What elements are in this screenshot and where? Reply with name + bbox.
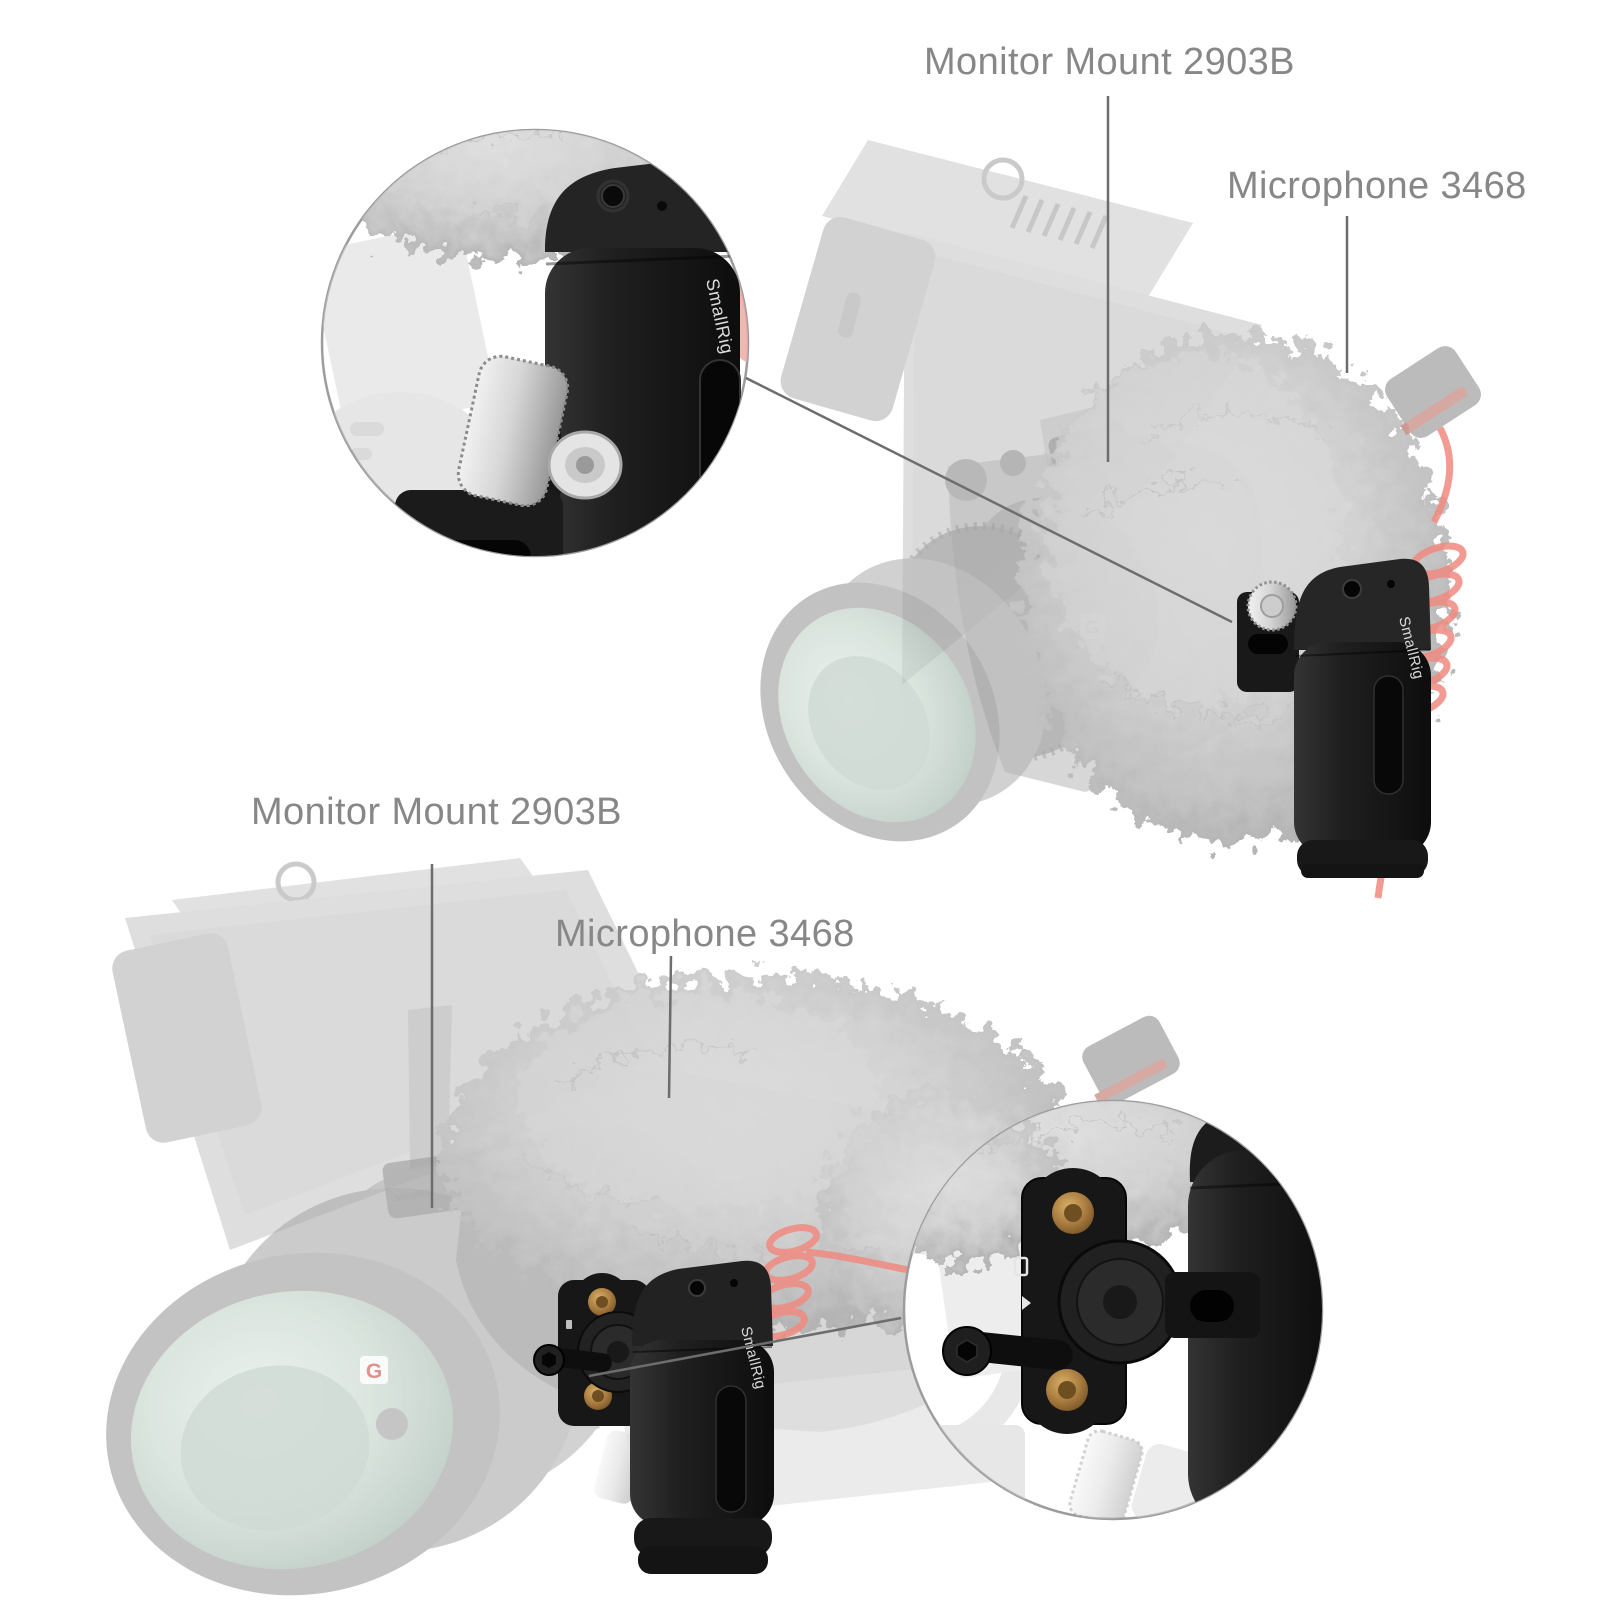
handle-top-cap-top — [1294, 558, 1431, 650]
label-microphone-bottom: Microphone 3468 — [555, 913, 855, 955]
leader-line-callout-top-left — [745, 376, 1233, 624]
callout-br-mount-closeup — [942, 1168, 1260, 1434]
leader-line-callout-bottom-right — [588, 1316, 902, 1378]
handle-slot-bottom — [715, 1385, 747, 1513]
lock-icon — [1013, 1256, 1029, 1277]
callout-circle-top-left: SmallRig — [320, 128, 750, 558]
label-monitor-mount-top: Monitor Mount 2903B — [924, 41, 1295, 83]
callout-circle-bottom-right — [902, 1099, 1324, 1521]
microphone-rear-bottom — [1082, 1015, 1180, 1105]
label-microphone-top: Microphone 3468 — [1227, 165, 1527, 207]
handle-slot-top — [1373, 675, 1404, 795]
camera-rig-top: SmallRig G — [760, 140, 1481, 899]
side-handle-top: SmallRig — [1237, 558, 1431, 878]
leader-lines — [430, 96, 1349, 1378]
lock-icon — [566, 1320, 572, 1329]
callout-tl-thumbscrew — [456, 354, 623, 508]
label-monitor-mount-bottom: Monitor Mount 2903B — [251, 791, 622, 833]
lens-glass-top — [778, 607, 976, 823]
microphone-rear-top — [1385, 346, 1481, 438]
camera-rig-bottom: SmallRig G — [106, 858, 1180, 1596]
monitor-battery-top — [780, 216, 936, 422]
unlock-arrow-icon — [1022, 1296, 1031, 1310]
monitor-vent-top — [1009, 194, 1109, 250]
side-handle-bottom: SmallRig — [533, 1260, 774, 1574]
callout-tl-bracket — [395, 490, 563, 556]
ghost-monitor-bottom — [112, 858, 688, 1250]
leader-line-microphone-bottom — [667, 955, 673, 1099]
lens-badge-bottom: G — [366, 1360, 382, 1383]
monitor-battery-bottom — [112, 933, 262, 1143]
